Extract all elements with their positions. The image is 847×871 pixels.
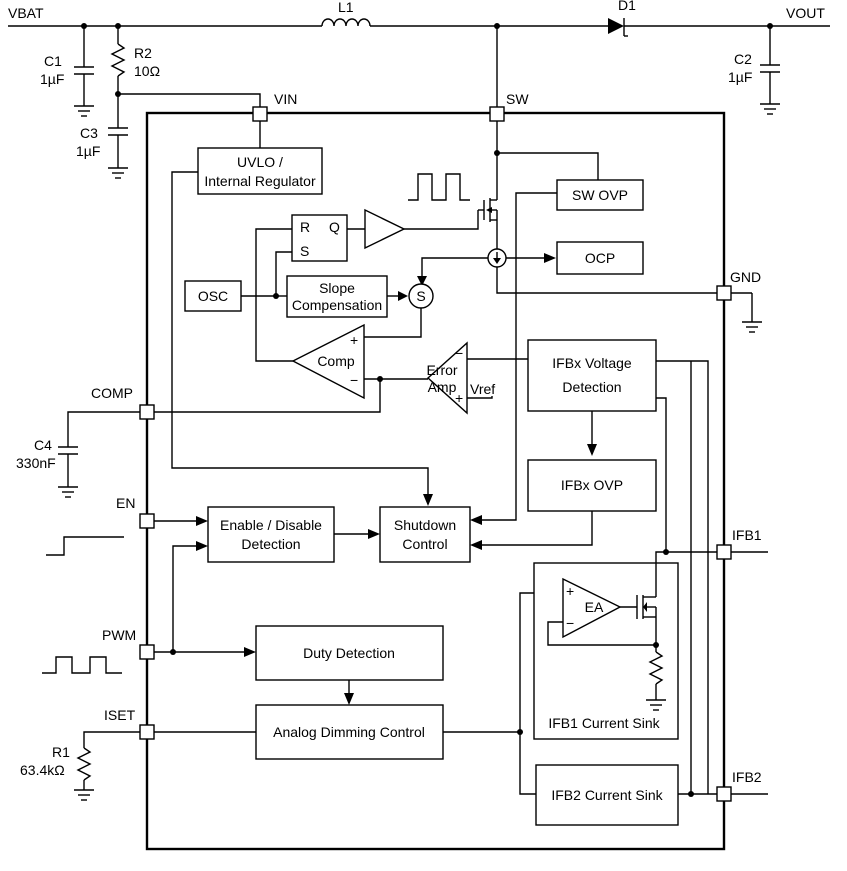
pin-pwm-label: PWM	[102, 627, 136, 643]
latch-q: Q	[329, 219, 340, 235]
comp-minus: −	[350, 372, 358, 388]
c2-name: C2	[734, 51, 752, 67]
ifb1-sink-label: IFB1 Current Sink	[548, 715, 660, 731]
rs-latch	[291, 214, 348, 262]
pin-en-label: EN	[116, 495, 135, 511]
pin-ifb2	[716, 786, 732, 802]
c1-name: C1	[44, 53, 62, 69]
summing-node-label: S	[416, 288, 425, 304]
analog-label: Analog Dimming Control	[273, 724, 425, 740]
ea-minus: −	[566, 615, 574, 631]
d1-label: D1	[618, 0, 636, 13]
comp-label: Comp	[317, 353, 355, 369]
gate-driver	[364, 208, 406, 250]
resistor-r1	[76, 747, 92, 781]
ifbx-detect-line2: Detection	[562, 379, 621, 395]
ifb2-sink-label: IFB2 Current Sink	[551, 787, 663, 803]
pin-iset	[139, 724, 155, 740]
pin-vin	[252, 106, 268, 122]
pin-ifb1-label: IFB1	[732, 527, 762, 543]
ocp-block	[556, 241, 644, 275]
pin-vin-label: VIN	[274, 91, 297, 107]
comp-plus: +	[350, 332, 358, 348]
slope-line2: Compensation	[292, 297, 382, 313]
sw-ovp-block	[556, 179, 644, 211]
latch-s: S	[300, 243, 309, 259]
error-line2: Amp	[428, 379, 457, 395]
pin-en	[139, 513, 155, 529]
ifb2-current-sink-block	[535, 764, 679, 826]
vref-label: Vref	[470, 381, 495, 397]
pin-gnd-label: GND	[730, 269, 761, 285]
ifbx-ovp-block	[527, 459, 657, 512]
pin-ifb1	[716, 544, 732, 560]
error-amplifier	[426, 341, 468, 415]
osc-label: OSC	[198, 288, 228, 304]
pin-gnd	[716, 285, 732, 301]
enable-line2: Detection	[241, 536, 300, 552]
shutdown-line1: Shutdown	[394, 517, 456, 533]
r1-value: 63.4kΩ	[20, 762, 65, 778]
sw-ovp-label: SW OVP	[572, 187, 628, 203]
pin-pwm	[139, 644, 155, 660]
pwm-comparator	[291, 323, 365, 400]
enable-line1: Enable / Disable	[220, 517, 322, 533]
shutdown-line2: Control	[402, 536, 447, 552]
inductor-l1	[321, 18, 371, 27]
ea-amplifier	[562, 577, 622, 639]
ifbx-detect-line1: IFBx Voltage	[552, 355, 632, 371]
analog-dimming-block	[255, 704, 444, 760]
c4-name: C4	[34, 437, 52, 453]
error-line1: Error	[426, 362, 457, 378]
pin-sw	[489, 106, 505, 122]
pin-sw-label: SW	[506, 91, 529, 107]
c3-value: 1µF	[76, 143, 100, 159]
ifbx-voltage-detection-block	[527, 339, 657, 412]
pwm-waveform-icon	[42, 656, 122, 674]
pin-comp-label: COMP	[91, 385, 133, 401]
osc-block	[184, 280, 242, 312]
diode-d1	[608, 18, 624, 34]
enable-detection-block	[207, 506, 335, 563]
slope-line1: Slope	[319, 280, 355, 296]
l1-label: L1	[338, 0, 354, 15]
uvlo-block	[197, 147, 323, 195]
c4-value: 330nF	[16, 455, 56, 471]
en-waveform-icon	[46, 536, 124, 556]
duty-detection-block	[255, 625, 444, 681]
ea-label: EA	[585, 599, 604, 615]
pin-iset-label: ISET	[104, 707, 136, 723]
r2-value: 10Ω	[134, 63, 160, 79]
gate-waveform-icon	[408, 173, 470, 201]
duty-label: Duty Detection	[303, 645, 395, 661]
sense-resistor-icon	[648, 651, 664, 685]
slope-comp-block	[286, 275, 388, 318]
uvlo-line1: UVLO /	[237, 154, 283, 170]
c1-value: 1µF	[40, 71, 64, 87]
c3-name: C3	[80, 125, 98, 141]
latch-r: R	[300, 219, 310, 235]
ea-plus: +	[566, 583, 574, 599]
shutdown-control-block	[379, 506, 471, 563]
pin-ifb2-label: IFB2	[732, 769, 762, 785]
resistor-r2	[110, 43, 126, 77]
vbat-label: VBAT	[8, 5, 44, 21]
r2-name: R2	[134, 45, 152, 61]
error-minus: −	[455, 345, 463, 361]
pin-comp	[139, 404, 155, 420]
ocp-label: OCP	[585, 250, 615, 266]
ifbx-ovp-label: IFBx OVP	[561, 477, 623, 493]
uvlo-line2: Internal Regulator	[204, 173, 316, 189]
c2-value: 1µF	[728, 69, 752, 85]
error-plus: +	[455, 390, 463, 406]
r1-name: R1	[52, 744, 70, 760]
ic-outline	[145, 111, 726, 851]
vout-label: VOUT	[786, 5, 825, 21]
